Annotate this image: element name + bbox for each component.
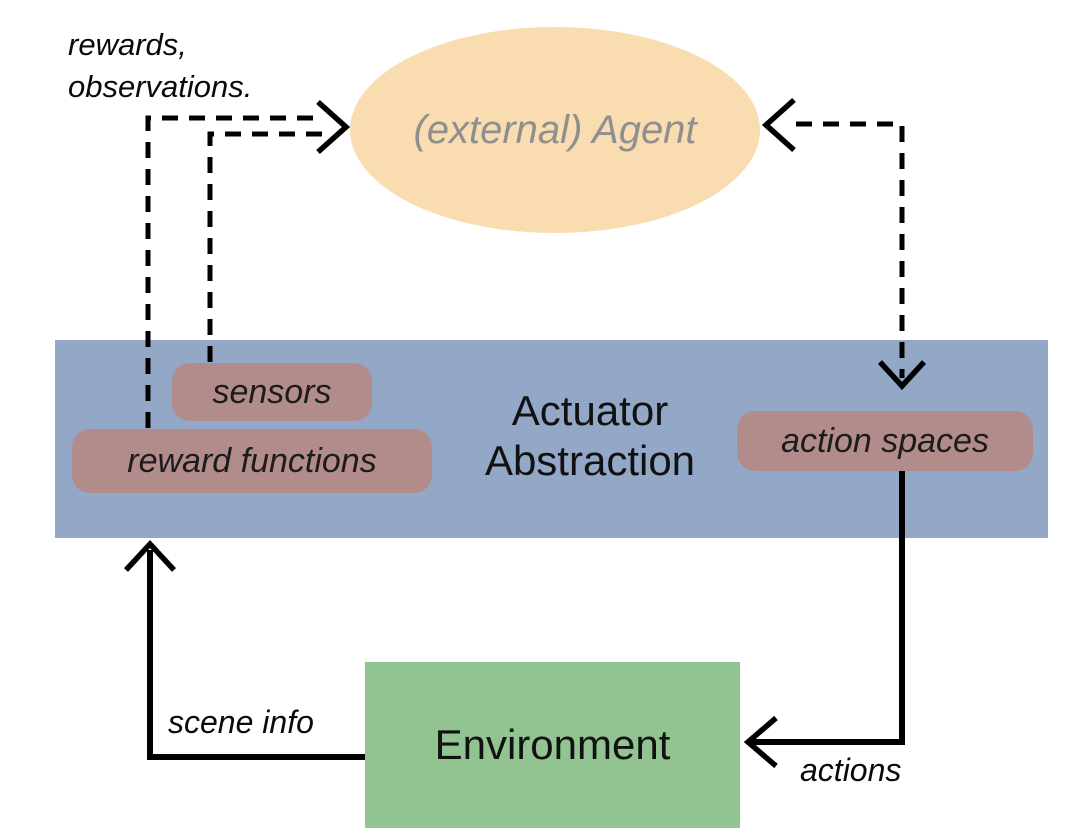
actions-label: actions [800, 752, 902, 788]
arrowhead-into-environment-icon [743, 715, 778, 769]
arrowhead-into-agent-right-icon [761, 97, 796, 153]
environment-label: Environment [434, 721, 671, 768]
agent-node: (external) Agent [350, 27, 760, 233]
sensors-label: sensors [212, 372, 332, 411]
actuator-abstraction-title: Actuator Abstraction [484, 387, 696, 484]
action-spaces-pill: action spaces [737, 411, 1033, 471]
action-spaces-label: action spaces [781, 421, 989, 460]
environment-node: Environment [365, 662, 740, 828]
reward-functions-pill: reward functions [72, 429, 432, 493]
sensors-pill: sensors [172, 363, 372, 421]
arrowhead-into-abstraction-icon [123, 539, 177, 572]
reward-functions-label: reward functions [127, 441, 377, 480]
agent-label: (external) Agent [413, 107, 697, 152]
rewards-observations-label: rewards, observations. [68, 27, 253, 104]
scene-info-label: scene info [168, 704, 314, 740]
arrowhead-into-agent-left-icon [316, 99, 351, 155]
sensors-to-agent-dashed-line [207, 131, 322, 362]
